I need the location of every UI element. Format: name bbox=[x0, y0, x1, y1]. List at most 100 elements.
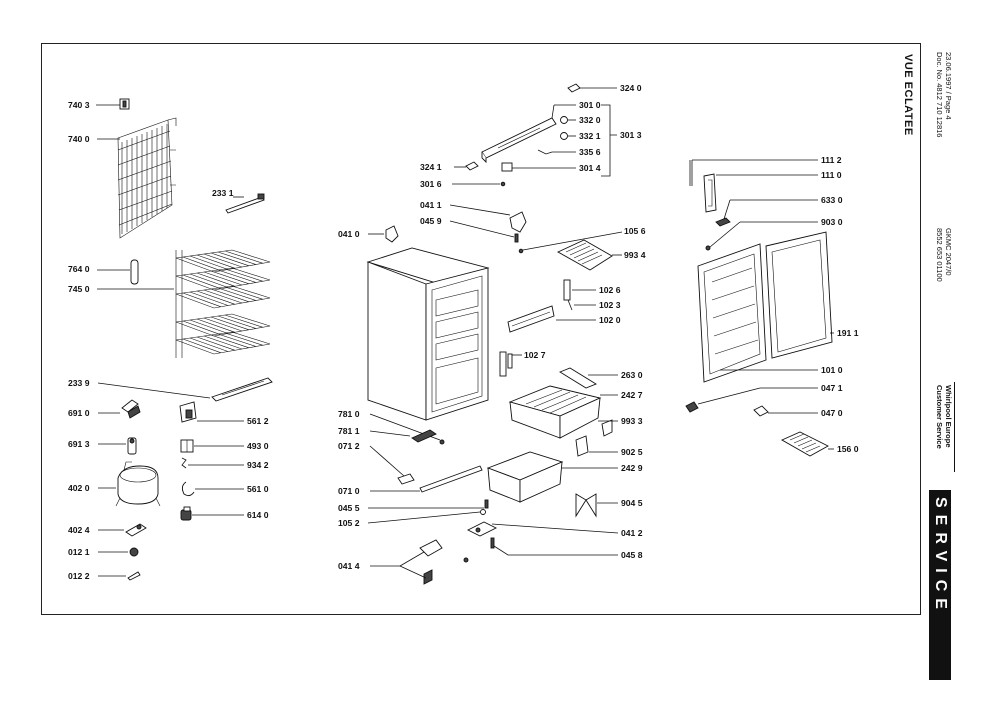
part-691-3-drawing bbox=[98, 437, 137, 455]
part-745-0-drawing bbox=[97, 249, 271, 358]
part-label: 993 4 bbox=[624, 250, 646, 260]
wire-shelf bbox=[175, 331, 271, 355]
part-335-6-drawing bbox=[537, 149, 576, 155]
part-label: 041 4 bbox=[338, 561, 360, 571]
part-label: 071 2 bbox=[338, 441, 360, 451]
sheet-title: VUE ECLATEE bbox=[902, 54, 914, 136]
company-dept: Customer Service bbox=[935, 385, 944, 449]
part-label: 233 9 bbox=[68, 378, 90, 388]
part-label: 561 0 bbox=[247, 484, 269, 494]
part-label: 745 0 bbox=[68, 284, 90, 294]
model-info: GKMC 2047/0 8552 653 01100 bbox=[935, 228, 953, 282]
part-012-2-drawing bbox=[98, 571, 141, 581]
part-332-0-drawing bbox=[560, 116, 576, 124]
part-047-1-drawing bbox=[685, 387, 818, 413]
part-902-5-drawing bbox=[575, 435, 618, 457]
part-label: 324 0 bbox=[620, 83, 642, 93]
company-info: Whirlpool Europe Customer Service bbox=[935, 385, 953, 449]
part-label: 045 5 bbox=[338, 503, 360, 513]
part-301-0-drawing bbox=[481, 104, 576, 164]
drawing-frame bbox=[41, 43, 921, 615]
part-493-0-drawing bbox=[180, 439, 244, 453]
part-label: 047 1 bbox=[821, 383, 843, 393]
part-233-9-drawing bbox=[97, 377, 273, 402]
part-label: 105 2 bbox=[338, 518, 360, 528]
part-label: 691 0 bbox=[68, 408, 90, 418]
part-label: 102 6 bbox=[599, 285, 621, 295]
part-label: 041 1 bbox=[420, 200, 442, 210]
part-012-1-drawing bbox=[98, 547, 139, 557]
part-047-0-drawing bbox=[753, 405, 818, 417]
part-561-2-drawing bbox=[179, 401, 244, 423]
part-263-0-drawing bbox=[559, 367, 618, 389]
part-071-2-drawing bbox=[369, 445, 415, 485]
wire-shelf bbox=[175, 249, 271, 273]
part-781-0-drawing bbox=[369, 413, 445, 445]
part-label: 781 1 bbox=[338, 426, 360, 436]
part-041-2-drawing bbox=[466, 521, 619, 537]
part-label: 012 1 bbox=[68, 547, 90, 557]
part-label: 335 6 bbox=[579, 147, 601, 157]
part-label: 105 6 bbox=[624, 226, 646, 236]
part-045-5-drawing bbox=[368, 499, 489, 509]
part-105-2-drawing bbox=[367, 509, 486, 524]
part-934-2-drawing bbox=[181, 457, 244, 469]
part-614-0-drawing bbox=[180, 506, 244, 521]
part-label: 045 8 bbox=[621, 550, 643, 560]
part-label: 561 2 bbox=[247, 416, 269, 426]
part-102-6-drawing bbox=[563, 279, 596, 301]
wire-shelf bbox=[175, 313, 271, 337]
part-label: 041 2 bbox=[621, 528, 643, 538]
part-label: 740 3 bbox=[68, 100, 90, 110]
service-band bbox=[929, 490, 951, 680]
part-041-4-drawing bbox=[370, 539, 469, 585]
part-903-0-drawing bbox=[705, 221, 818, 251]
part-label: 332 0 bbox=[579, 115, 601, 125]
part-label: 993 3 bbox=[621, 416, 643, 426]
part-101-0-drawing bbox=[697, 243, 818, 383]
document-info: 23.06.1997 / Page 4 Doc. No. 4812 710 12… bbox=[935, 52, 953, 137]
part-102-7-drawing bbox=[499, 351, 522, 377]
part-label: 041 0 bbox=[338, 229, 360, 239]
part-label: 781 0 bbox=[338, 409, 360, 419]
part-label: 903 0 bbox=[821, 217, 843, 227]
part-071-0-drawing bbox=[370, 465, 483, 493]
part-label: 071 0 bbox=[338, 486, 360, 496]
part-label: 301 6 bbox=[420, 179, 442, 189]
part-label: 111 2 bbox=[821, 155, 842, 165]
part-242-9-drawing bbox=[486, 451, 618, 503]
part-label: 263 0 bbox=[621, 370, 643, 380]
part-label: 633 0 bbox=[821, 195, 843, 205]
part-label: 045 9 bbox=[420, 216, 442, 226]
wire-shelf bbox=[175, 267, 271, 291]
company-divider bbox=[954, 382, 955, 472]
part-324-0-drawing bbox=[567, 83, 617, 93]
part-label: 101 0 bbox=[821, 365, 843, 375]
part-label: 934 2 bbox=[247, 460, 269, 470]
part-label: 111 0 bbox=[821, 170, 842, 180]
part-332-1-drawing bbox=[560, 132, 576, 140]
model-name: GKMC 2047/0 bbox=[944, 228, 953, 276]
model-code: 8552 653 01100 bbox=[935, 228, 944, 282]
service-label: SERVICE bbox=[932, 497, 949, 616]
part-105-6-drawing bbox=[518, 231, 623, 254]
part-993-3-drawing bbox=[598, 419, 618, 437]
company-name: Whirlpool Europe bbox=[944, 385, 953, 448]
doc-number: Doc. No. 4812 710 12816 bbox=[935, 52, 944, 138]
part-label: 242 9 bbox=[621, 463, 643, 473]
part-label: 102 7 bbox=[524, 350, 546, 360]
part-764-0-drawing bbox=[97, 259, 139, 285]
part-402-0-drawing bbox=[98, 461, 161, 507]
part-242-7-drawing bbox=[508, 385, 618, 439]
part-label: 764 0 bbox=[68, 264, 90, 274]
part-740-3-drawing bbox=[96, 98, 130, 110]
part-label: 902 5 bbox=[621, 447, 643, 457]
part-301-4-drawing bbox=[501, 162, 576, 172]
part-301-6-drawing bbox=[452, 181, 506, 187]
part-691-0-drawing bbox=[98, 399, 141, 419]
part-111-0-drawing bbox=[703, 173, 818, 213]
wire-shelf bbox=[175, 285, 271, 309]
part-781-1-drawing bbox=[369, 429, 437, 443]
part-label: 012 2 bbox=[68, 571, 90, 581]
